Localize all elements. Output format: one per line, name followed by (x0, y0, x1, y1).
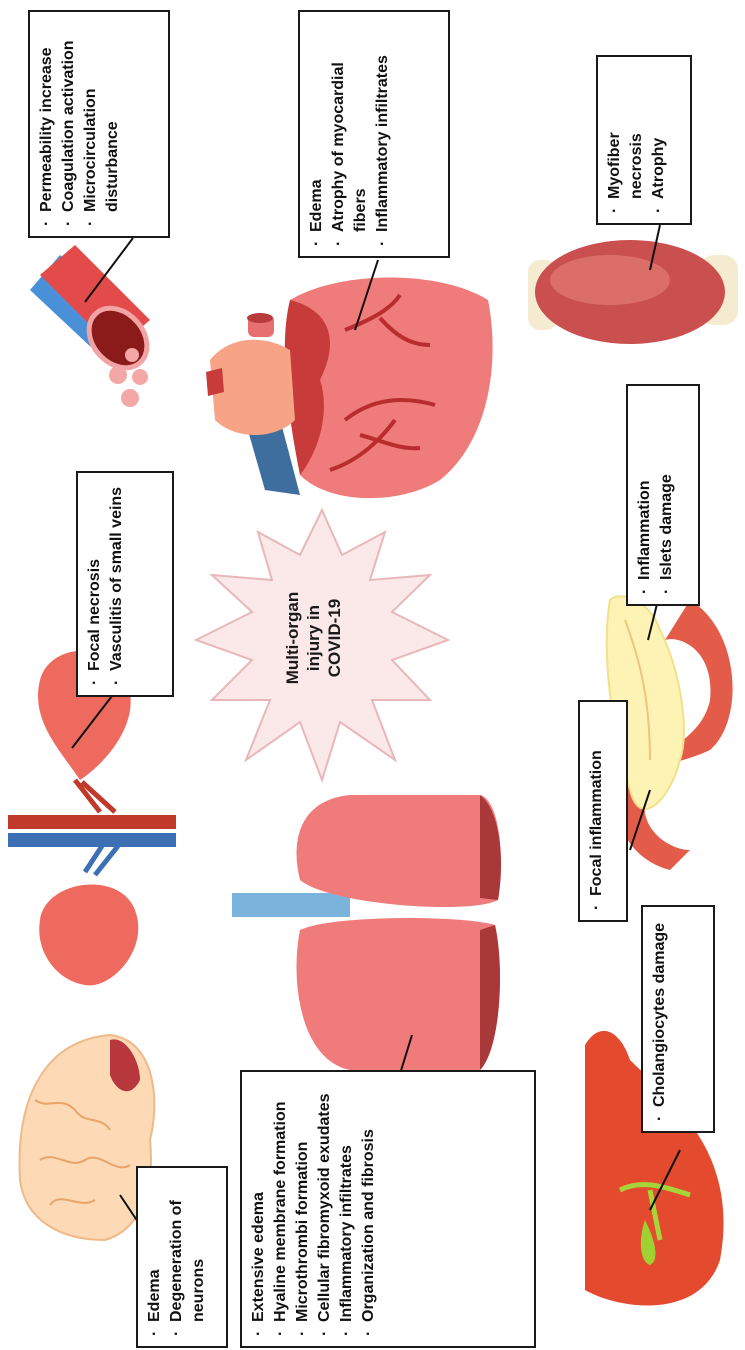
heart-injury-box: Edema Atrophy of myocardial fibers Infla… (298, 10, 450, 258)
lung-injury-item: Inflammatory infiltrates (336, 1082, 358, 1336)
liver-injury-item: Cholangiocytes damage (649, 917, 671, 1121)
intestine-injury-item: Focal inflammation (586, 712, 608, 910)
kidney-icon (8, 651, 176, 986)
kidney-injury-item: Focal necrosis (84, 483, 106, 685)
pancreas-injury-item: Inflammation (634, 396, 656, 594)
brain-icon (20, 1035, 155, 1240)
kidney-injury-box: Focal necrosis Vasculitis of small veins (76, 471, 174, 697)
brain-injury-item: Edema (144, 1178, 166, 1336)
lung-injury-item: Cellular fibromyxoid exudates (314, 1082, 336, 1336)
muscle-injury-item: Atrophy (648, 67, 670, 213)
brain-injury-box: Edema Degeneration of neurons (136, 1166, 228, 1348)
heart-icon (206, 260, 493, 498)
vessel-injury-item: Coagulation activation (58, 22, 80, 226)
liver-injury-box: Cholangiocytes damage (641, 905, 715, 1133)
lung-icon (232, 795, 501, 1090)
muscle-icon (528, 225, 738, 344)
brain-injury-item: Degeneration of neurons (166, 1178, 210, 1336)
heart-injury-item: Inflammatory infiltrates (372, 22, 394, 246)
vessel-injury-item: Microcirculation disturbance (80, 22, 124, 226)
heart-injury-item: Edema (306, 22, 328, 246)
heart-injury-item: Atrophy of myocardial fibers (328, 22, 372, 246)
pancreas-injury-item: Islets damage (656, 396, 678, 594)
lung-injury-box: Extensive edema Hyaline membrane formati… (240, 1070, 536, 1348)
muscle-injury-item: Myofiber necrosis (604, 67, 648, 213)
vessel-injury-item: Permeability increase (36, 22, 58, 226)
pancreas-injury-box: Inflammation Islets damage (626, 384, 700, 606)
lung-injury-item: Hyaline membrane formation (270, 1082, 292, 1336)
lung-injury-item: Extensive edema (248, 1082, 270, 1336)
intestine-injury-box: Focal inflammation (578, 700, 628, 922)
kidney-injury-item: Vasculitis of small veins (106, 483, 128, 685)
blood-vessel-icon (30, 238, 159, 407)
center-title: Multi-organ injury in COVID-19 (282, 573, 345, 703)
lung-injury-item: Organization and fibrosis (358, 1082, 380, 1336)
vessel-injury-box: Permeability increase Coagulation activa… (28, 10, 170, 238)
lung-injury-item: Microthrombi formation (292, 1082, 314, 1336)
muscle-injury-box: Myofiber necrosis Atrophy (596, 55, 692, 225)
